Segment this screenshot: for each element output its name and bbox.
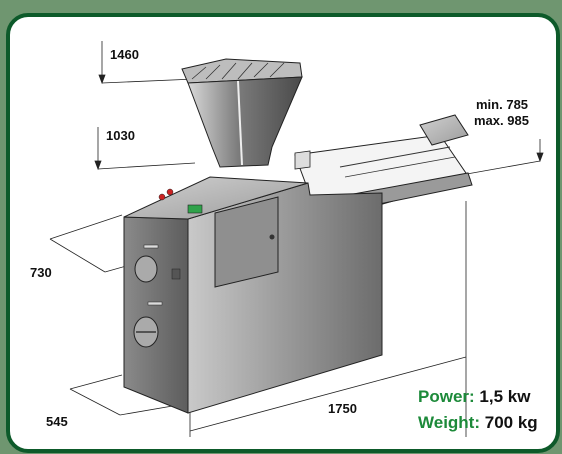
- dim-depth-730: 730: [30, 265, 52, 280]
- front-wheel-upper: [134, 255, 158, 283]
- hopper: [187, 76, 303, 168]
- power-spec: Power: 1,5 kw: [418, 387, 530, 407]
- dim-width-545: 545: [46, 414, 68, 429]
- weight-spec: Weight: 700 kg: [418, 413, 538, 433]
- dim-outlet-max: max. 985: [474, 113, 529, 128]
- power-value: 1,5 kw: [479, 387, 531, 406]
- machine-drawing: [49, 41, 544, 437]
- dim-length-1750: 1750: [328, 401, 357, 416]
- dimension-lines: [49, 41, 544, 437]
- control-display: [187, 204, 203, 214]
- power-label: Power:: [418, 387, 475, 406]
- dim-height-1030: 1030: [106, 128, 135, 143]
- dim-outlet-min: min. 785: [476, 97, 529, 112]
- machine-top: [123, 176, 309, 220]
- hopper-rim: [181, 58, 303, 84]
- weight-value: 700 kg: [484, 413, 538, 432]
- product-panel: 1460 1030 min. 785 max. 985 730 545 1750…: [6, 13, 560, 453]
- weight-label: Weight:: [418, 413, 481, 432]
- access-door: [214, 196, 279, 288]
- dim-height-1460: 1460: [110, 47, 139, 62]
